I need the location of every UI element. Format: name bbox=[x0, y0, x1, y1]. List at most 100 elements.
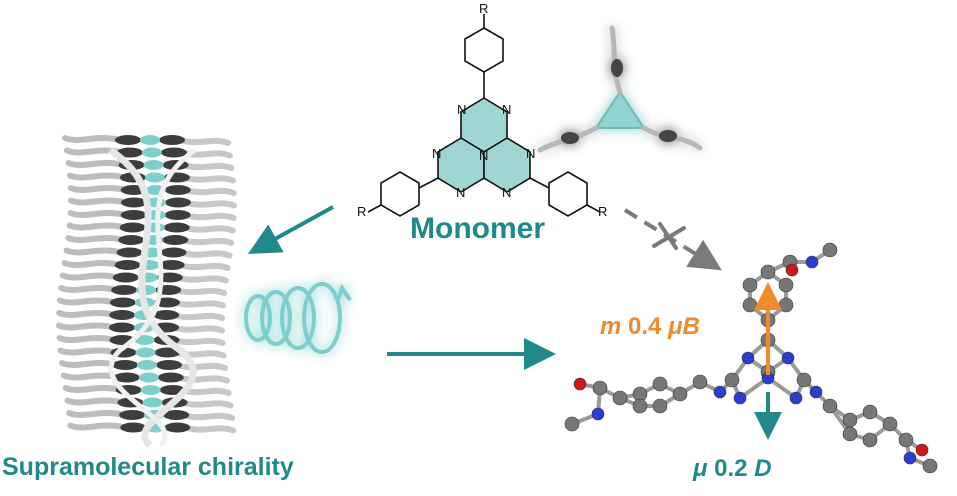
molecule-atom bbox=[592, 380, 608, 396]
molecule-atom bbox=[781, 351, 795, 365]
molecule-atom bbox=[591, 407, 605, 421]
stack-core bbox=[140, 385, 161, 395]
stack-side-chain bbox=[56, 335, 118, 343]
molecule-atom bbox=[672, 386, 688, 402]
stack-side-chain bbox=[173, 287, 228, 296]
stack-side-chain bbox=[67, 210, 129, 218]
stack-side-chain bbox=[171, 299, 226, 309]
stack-disc bbox=[109, 322, 136, 333]
dipole-symbol: μ bbox=[693, 455, 708, 482]
core-ring-right bbox=[483, 137, 531, 193]
molecule-atom bbox=[785, 263, 799, 277]
blocked-cross-icon bbox=[652, 222, 686, 250]
monomer-label: Monomer bbox=[410, 212, 545, 245]
stack-side-chain bbox=[180, 237, 235, 246]
dipole-value: 0.2 bbox=[714, 455, 748, 482]
molecule-atom bbox=[778, 297, 794, 313]
molecule-atom bbox=[724, 372, 740, 388]
stack-side-chain bbox=[180, 162, 235, 171]
molecule-atom bbox=[741, 351, 755, 365]
stack-side-chain bbox=[56, 310, 118, 318]
stack-disc bbox=[160, 247, 187, 258]
substituent-r-top: R bbox=[479, 1, 489, 16]
molecule-atom bbox=[692, 374, 708, 390]
molecule-atom bbox=[632, 398, 648, 414]
molecule-atom bbox=[573, 377, 587, 391]
arrow-to-supramolecular bbox=[247, 205, 334, 254]
stack-side-chain bbox=[59, 272, 121, 281]
stack-side-chain bbox=[174, 362, 229, 371]
nitrogen-6: N bbox=[456, 185, 466, 200]
stack-side-chain bbox=[182, 424, 237, 434]
stack-disc bbox=[164, 210, 191, 220]
stack-disc bbox=[109, 297, 136, 308]
stack-disc bbox=[158, 260, 185, 270]
stack-disc bbox=[113, 372, 140, 383]
molecule-atom bbox=[842, 426, 858, 442]
stack-disc bbox=[119, 222, 146, 233]
stack-side-chain bbox=[62, 135, 123, 143]
molecule-atom bbox=[713, 385, 727, 399]
stack-side-chain bbox=[66, 172, 128, 181]
molecule-atom bbox=[796, 372, 812, 388]
stack-core bbox=[134, 335, 155, 345]
helix-spiral-icon bbox=[244, 282, 352, 354]
stack-side-chain bbox=[177, 137, 231, 146]
helix-strand bbox=[108, 147, 197, 447]
molecule-atom bbox=[822, 398, 838, 414]
stack-side-chain bbox=[56, 297, 118, 306]
molecule-atom bbox=[922, 458, 938, 474]
magnetic-value: 0.4 bbox=[628, 313, 662, 340]
stack-core bbox=[143, 160, 164, 170]
stack-side-chain bbox=[182, 187, 237, 196]
stack-side-chain bbox=[174, 274, 229, 284]
stack-disc bbox=[112, 272, 139, 283]
stack-side-chain bbox=[67, 185, 129, 193]
stack-side-chain bbox=[171, 337, 226, 346]
stack-disc bbox=[115, 135, 141, 145]
molecule-atom bbox=[809, 385, 823, 399]
magnetic-unit: μB bbox=[668, 313, 700, 340]
stack-disc bbox=[116, 247, 143, 258]
stack-disc bbox=[116, 147, 143, 158]
monomer-structure bbox=[367, 14, 601, 217]
substituent-r-right: R bbox=[598, 204, 608, 219]
phenyl-right bbox=[548, 171, 588, 217]
stack-disc bbox=[163, 410, 190, 420]
molecule-atom bbox=[778, 277, 794, 293]
molecule-atom bbox=[742, 297, 758, 313]
stack-side-chain bbox=[59, 360, 121, 368]
stack-side-chain bbox=[65, 160, 127, 168]
molecule-atom bbox=[564, 416, 580, 432]
stack-disc bbox=[114, 260, 141, 270]
supramolecular-chirality-label: Supramolecular chirality bbox=[2, 453, 294, 481]
stack-side-chain bbox=[182, 212, 237, 221]
stack-core bbox=[141, 147, 162, 158]
molecule-atom bbox=[842, 412, 858, 428]
stack-disc bbox=[156, 360, 183, 370]
stack-disc bbox=[112, 360, 139, 370]
stack-disc bbox=[162, 235, 189, 245]
molecule-atom bbox=[915, 443, 929, 457]
nitrogen-3: N bbox=[479, 148, 489, 163]
molecule-atom bbox=[903, 451, 917, 465]
stack-disc bbox=[163, 222, 190, 233]
stack-side-chain bbox=[67, 422, 129, 431]
molecule-atom bbox=[862, 404, 878, 420]
stack-core bbox=[137, 360, 158, 370]
molecule-atom bbox=[742, 277, 758, 293]
stack-side-chain bbox=[181, 412, 236, 421]
stack-side-chain bbox=[65, 235, 127, 243]
molecule-atom bbox=[612, 390, 628, 406]
nitrogen-7: N bbox=[502, 185, 512, 200]
molecule-atom bbox=[789, 391, 803, 405]
phenyl-left bbox=[380, 171, 420, 217]
stack-side-chain bbox=[176, 262, 231, 271]
supramolecular-helix bbox=[56, 135, 237, 448]
substituent-r-left: R bbox=[357, 204, 367, 219]
stack-side-chain bbox=[178, 249, 233, 259]
stack-side-chain bbox=[67, 197, 129, 206]
molecule-atom bbox=[898, 432, 914, 448]
stack-disc bbox=[164, 422, 191, 433]
